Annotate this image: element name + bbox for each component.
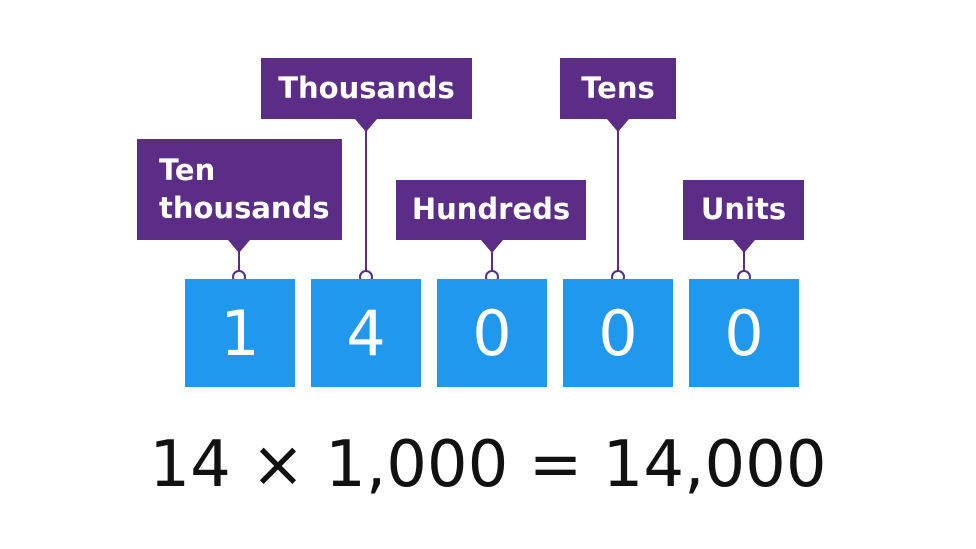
equation: 14 × 1,000 = 14,000 xyxy=(149,428,827,502)
label-tens: Tens xyxy=(560,58,676,119)
digit-box-thousands: 4 xyxy=(311,279,421,387)
label-thousands: Thousands xyxy=(261,58,472,119)
connector-units xyxy=(743,250,745,271)
pointer-hundreds xyxy=(481,240,503,253)
connector-ten-thousands xyxy=(238,250,240,271)
pointer-ten-thousands xyxy=(228,240,250,253)
connector-tens xyxy=(617,129,619,271)
pointer-units xyxy=(733,240,755,253)
label-thousands-text: Thousands xyxy=(278,70,455,105)
connector-hundreds xyxy=(491,250,493,271)
label-tens-text: Tens xyxy=(581,70,655,105)
label-units-text: Units xyxy=(700,192,787,227)
digit-box-tens: 0 xyxy=(563,279,673,387)
label-ten-thousands: Ten thousands xyxy=(137,139,342,240)
digit-box-ten-thousands: 1 xyxy=(185,279,295,387)
pointer-tens xyxy=(607,119,629,132)
label-hundreds: Hundreds xyxy=(396,180,586,240)
label-units: Units xyxy=(683,180,804,240)
label-ten-thousands-text: Ten thousands xyxy=(159,152,330,225)
pointer-thousands xyxy=(355,119,377,132)
label-hundreds-text: Hundreds xyxy=(411,192,571,227)
digit-box-units: 0 xyxy=(689,279,799,387)
connector-thousands xyxy=(365,129,367,271)
digit-box-hundreds: 0 xyxy=(437,279,547,387)
